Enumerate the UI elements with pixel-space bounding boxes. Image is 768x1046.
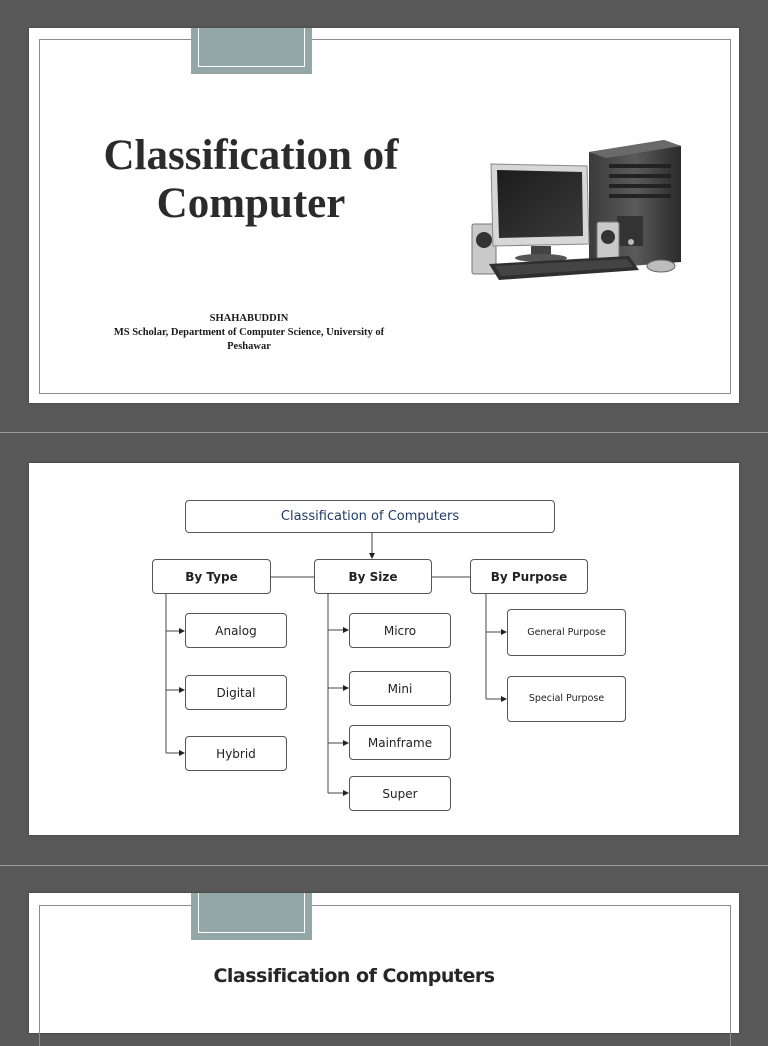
author-block: SHAHABUDDIN MS Scholar, Department of Co… <box>99 312 399 354</box>
category-by-size: By Size <box>314 559 432 594</box>
leaf-special-purpose: Special Purpose <box>507 676 626 722</box>
category-by-type: By Type <box>152 559 271 594</box>
leaf-hybrid: Hybrid <box>185 736 287 771</box>
category-by-purpose: By Purpose <box>470 559 588 594</box>
title-line-1: Classification of <box>103 132 399 179</box>
title-line-2: Computer <box>156 180 346 227</box>
leaf-micro: Micro <box>349 613 451 648</box>
slide-separator-1 <box>0 432 768 433</box>
slide-1[interactable]: Classification of Computer SHAHABUDDIN M… <box>29 28 739 403</box>
author-name: SHAHABUDDIN <box>209 313 289 324</box>
slide-1-title: Classification of Computer <box>81 132 421 228</box>
diagram-root-box: Classification of Computers <box>185 500 555 533</box>
slide-3-tab <box>191 893 312 940</box>
slide-1-frame <box>39 39 731 394</box>
slide-3-frame <box>39 905 731 1046</box>
slide-2[interactable]: Classification of Computers By Type By S… <box>29 463 739 835</box>
leaf-super: Super <box>349 776 451 811</box>
leaf-mini: Mini <box>349 671 451 706</box>
slide-3-tab-inner <box>198 893 305 933</box>
slide-1-tab <box>191 28 312 74</box>
leaf-general-purpose: General Purpose <box>507 609 626 656</box>
leaf-analog: Analog <box>185 613 287 648</box>
diagram-connectors <box>165 533 507 796</box>
slide-separator-2 <box>0 865 768 866</box>
leaf-mainframe: Mainframe <box>349 725 451 760</box>
slide-3[interactable]: Classification of Computers <box>29 893 739 1046</box>
slide-3-title: Classification of Computers <box>213 965 495 987</box>
author-affiliation: MS Scholar, Department of Computer Scien… <box>113 327 385 352</box>
leaf-digital: Digital <box>185 675 287 710</box>
slide-1-tab-inner <box>198 28 305 67</box>
desktop-computer-icon <box>471 140 681 280</box>
